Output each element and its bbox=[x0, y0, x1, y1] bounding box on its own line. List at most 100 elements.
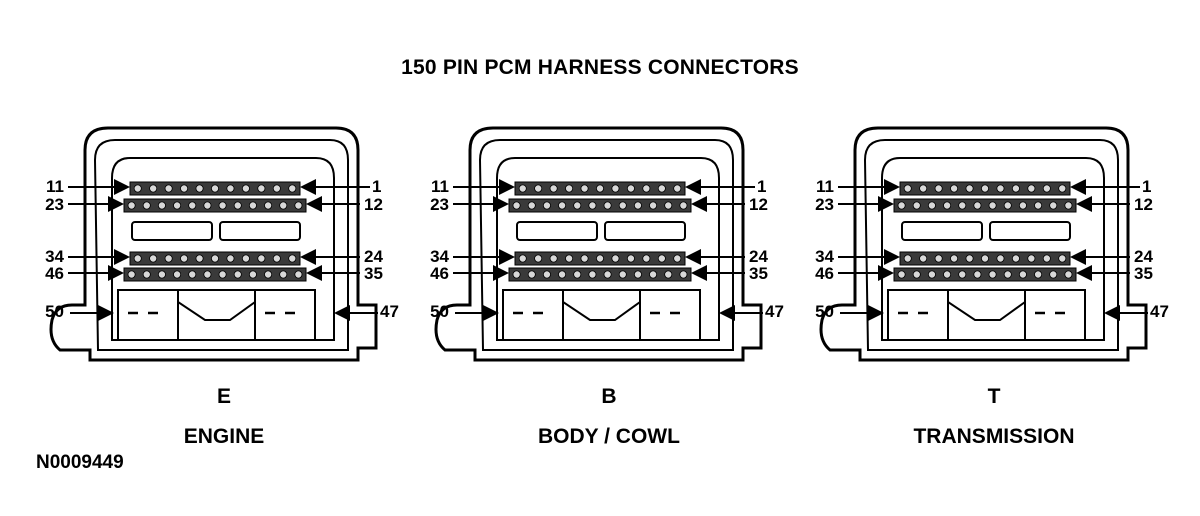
pin bbox=[897, 201, 906, 210]
pin-number-label: 46 bbox=[430, 264, 449, 283]
pin bbox=[664, 270, 673, 279]
pin bbox=[603, 201, 612, 210]
pin bbox=[588, 201, 597, 210]
pin bbox=[164, 254, 173, 263]
pin bbox=[534, 184, 543, 193]
pin bbox=[226, 184, 235, 193]
lower-terminal-right bbox=[254, 289, 316, 341]
pin bbox=[157, 201, 166, 210]
pin bbox=[927, 270, 936, 279]
pin bbox=[549, 184, 558, 193]
pin-number-label: 12 bbox=[364, 195, 383, 214]
pin bbox=[188, 201, 197, 210]
pin bbox=[142, 201, 151, 210]
pin bbox=[565, 184, 574, 193]
pin-row-2 bbox=[123, 198, 307, 213]
pin bbox=[664, 201, 673, 210]
pin bbox=[248, 270, 257, 279]
housing-inner-wall bbox=[863, 139, 1119, 351]
pin bbox=[595, 184, 604, 193]
pin bbox=[649, 201, 658, 210]
pin bbox=[1058, 184, 1067, 193]
pin bbox=[980, 184, 989, 193]
center-key bbox=[177, 289, 256, 321]
pin bbox=[588, 270, 597, 279]
pin bbox=[203, 270, 212, 279]
pin bbox=[1049, 201, 1058, 210]
pin bbox=[527, 201, 536, 210]
pin bbox=[673, 254, 682, 263]
pin bbox=[279, 201, 288, 210]
pin-number-label: 1 bbox=[372, 177, 381, 196]
pin bbox=[633, 201, 642, 210]
lower-terminal-left bbox=[117, 289, 179, 341]
pin bbox=[958, 270, 967, 279]
key-slot-left bbox=[131, 221, 213, 241]
pin bbox=[127, 270, 136, 279]
pin-number-label: 50 bbox=[430, 302, 449, 321]
pin bbox=[518, 184, 527, 193]
pin-number-label: 46 bbox=[815, 264, 834, 283]
pin bbox=[897, 270, 906, 279]
center-key bbox=[562, 289, 641, 321]
pin bbox=[173, 201, 182, 210]
pin bbox=[657, 184, 666, 193]
pin bbox=[1027, 184, 1036, 193]
lower-terminal-left bbox=[887, 289, 949, 341]
pin-number-label: 47 bbox=[380, 302, 399, 321]
pin bbox=[241, 184, 250, 193]
lower-terminal-right bbox=[1024, 289, 1086, 341]
pin bbox=[233, 201, 242, 210]
pin bbox=[226, 254, 235, 263]
pin bbox=[1011, 184, 1020, 193]
pin bbox=[657, 254, 666, 263]
pin-number-label: 34 bbox=[45, 247, 64, 266]
key-slot-left bbox=[516, 221, 598, 241]
pin bbox=[142, 270, 151, 279]
housing-inner-wall bbox=[93, 139, 349, 351]
pin bbox=[595, 254, 604, 263]
pin-number-label: 47 bbox=[1150, 302, 1169, 321]
pin bbox=[233, 270, 242, 279]
housing-cavity bbox=[111, 157, 335, 341]
pin bbox=[203, 201, 212, 210]
pin bbox=[195, 254, 204, 263]
pin bbox=[973, 201, 982, 210]
pin-number-label: 35 bbox=[749, 264, 768, 283]
lower-terminal-right bbox=[639, 289, 701, 341]
pin-number-label: 24 bbox=[749, 247, 768, 266]
pin bbox=[580, 184, 589, 193]
pin bbox=[294, 270, 303, 279]
pin bbox=[1064, 270, 1073, 279]
pin bbox=[133, 254, 142, 263]
lower-terminal-left bbox=[502, 289, 564, 341]
pin bbox=[218, 201, 227, 210]
pin bbox=[210, 184, 219, 193]
pin-row-2 bbox=[508, 198, 692, 213]
pin bbox=[1018, 201, 1027, 210]
pin-number-label: 47 bbox=[765, 302, 784, 321]
housing-cavity bbox=[881, 157, 1105, 341]
pin-number-label: 23 bbox=[430, 195, 449, 214]
key-slot-right bbox=[604, 221, 686, 241]
pin bbox=[1058, 254, 1067, 263]
housing-cavity bbox=[496, 157, 720, 341]
pin bbox=[642, 254, 651, 263]
pin bbox=[611, 184, 620, 193]
diagram-title: 150 PIN PCM HARNESS CONNECTORS bbox=[401, 56, 799, 79]
pin bbox=[264, 270, 273, 279]
pin bbox=[943, 270, 952, 279]
pin bbox=[210, 254, 219, 263]
pin-row-2 bbox=[893, 198, 1077, 213]
pin bbox=[133, 184, 142, 193]
pin bbox=[673, 184, 682, 193]
pin bbox=[257, 254, 266, 263]
pin-number-label: 1 bbox=[757, 177, 766, 196]
pin bbox=[965, 184, 974, 193]
pin bbox=[180, 184, 189, 193]
pin bbox=[996, 184, 1005, 193]
pin bbox=[195, 184, 204, 193]
